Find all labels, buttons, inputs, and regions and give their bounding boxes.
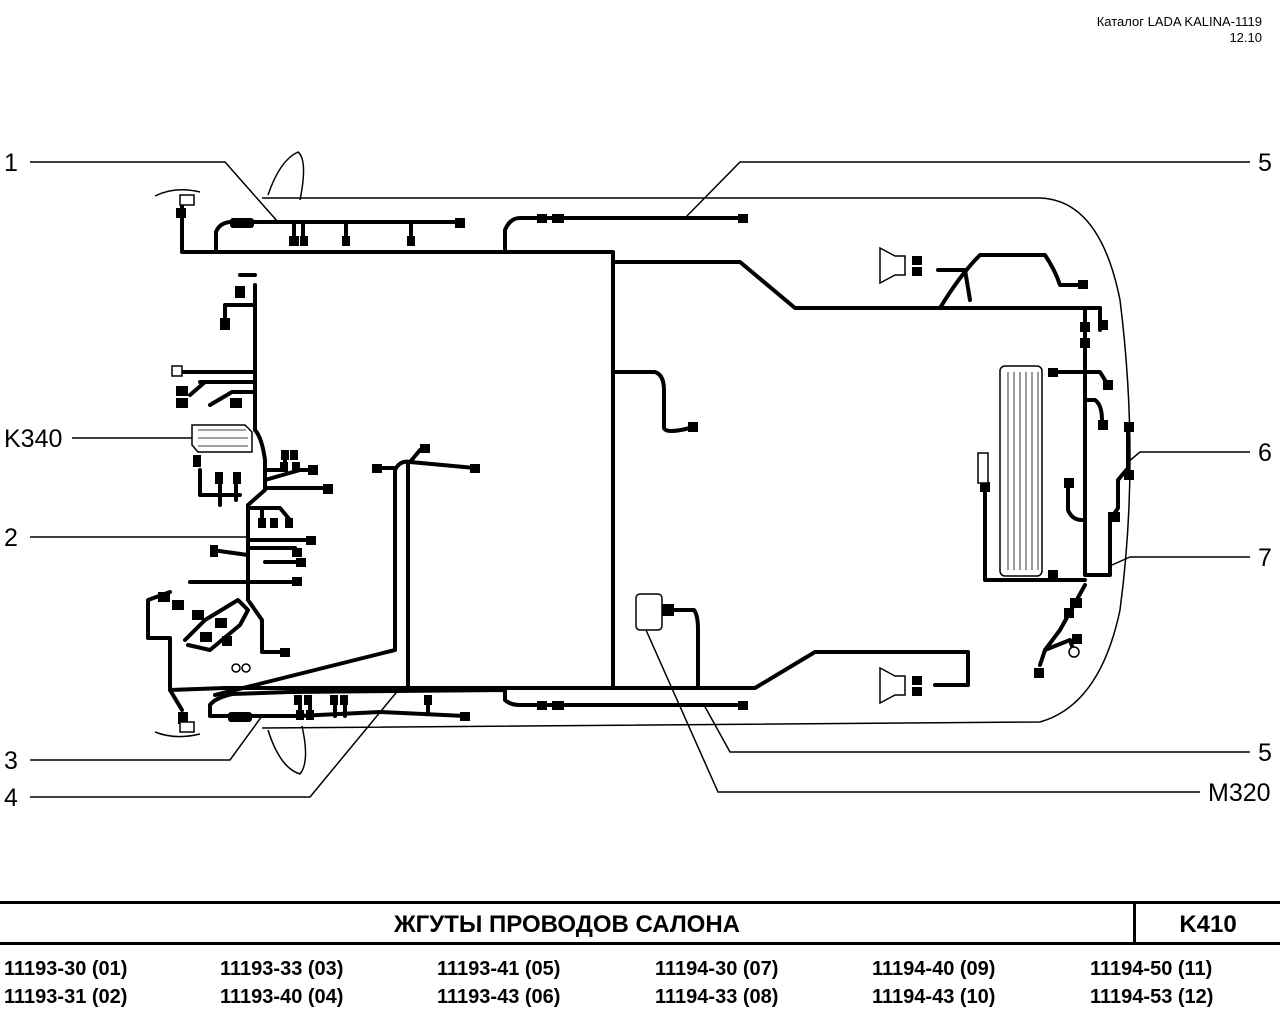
catalog-title: Каталог LADA KALINA-1119 [1096, 14, 1262, 29]
callout-5-top: 5 [1258, 149, 1272, 177]
diagram-title: ЖГУТЫ ПРОВОДОВ САЛОНА [393, 911, 741, 938]
part-number: 11194-43 (10) [872, 986, 996, 1008]
callout-6: 6 [1258, 439, 1272, 467]
part-number: 11193-30 (01) [4, 958, 128, 980]
catalog-date: 12.10 [1229, 30, 1262, 45]
callout-7: 7 [1258, 544, 1272, 572]
rear-defroster [999, 365, 1043, 577]
diagram-code: K410 [1179, 911, 1237, 938]
left-mirror-top [154, 189, 201, 197]
callout-2: 2 [4, 524, 18, 552]
callout-k340: K340 [4, 425, 62, 453]
part-number-list: 11193-30 (01) 11193-33 (03) 11193-41 (05… [0, 954, 1280, 1014]
part-number: 11194-33 (08) [655, 986, 779, 1008]
wiring-diagram: 1 K340 2 3 4 5 6 7 5 M320 [4, 149, 1272, 812]
m320-module [635, 593, 663, 631]
callout-3: 3 [4, 747, 18, 775]
defroster-terminal [977, 452, 989, 484]
part-number: 11193-31 (02) [4, 986, 128, 1008]
part-number: 11193-33 (03) [220, 958, 344, 980]
callout-5-bottom: 5 [1258, 739, 1272, 767]
title-divider [1133, 904, 1136, 942]
harness-floor [223, 250, 615, 690]
left-mirror-bottom [154, 731, 201, 738]
harness-m320 [670, 608, 700, 690]
catalog-header: Каталог LADA KALINA-1119 12.10 [1097, 14, 1262, 46]
part-number: 11193-41 (05) [437, 958, 561, 980]
callout-m320: M320 [1208, 779, 1271, 807]
part-number: 11194-50 (11) [1090, 958, 1213, 980]
left-rear-wing [267, 725, 307, 775]
harness-4 [213, 459, 477, 697]
part-number: 11194-40 (09) [872, 958, 996, 980]
harness-3 [208, 688, 747, 707]
harness-2 [246, 283, 287, 654]
harness-1 [180, 203, 747, 254]
left-front-wing [267, 151, 305, 201]
callout-4: 4 [4, 784, 18, 812]
callout-1: 1 [4, 149, 18, 177]
part-number: 11193-43 (06) [437, 986, 561, 1008]
speaker-front [879, 246, 906, 285]
part-number: 11194-53 (12) [1090, 986, 1214, 1008]
speaker-rear [879, 666, 906, 705]
harness-6-7 [1083, 306, 1130, 577]
title-bar: ЖГУТЫ ПРОВОДОВ САЛОНА K410 [0, 901, 1280, 945]
part-number: 11193-40 (04) [220, 986, 344, 1008]
part-number: 11194-30 (07) [655, 958, 779, 980]
k340-block [191, 424, 253, 453]
